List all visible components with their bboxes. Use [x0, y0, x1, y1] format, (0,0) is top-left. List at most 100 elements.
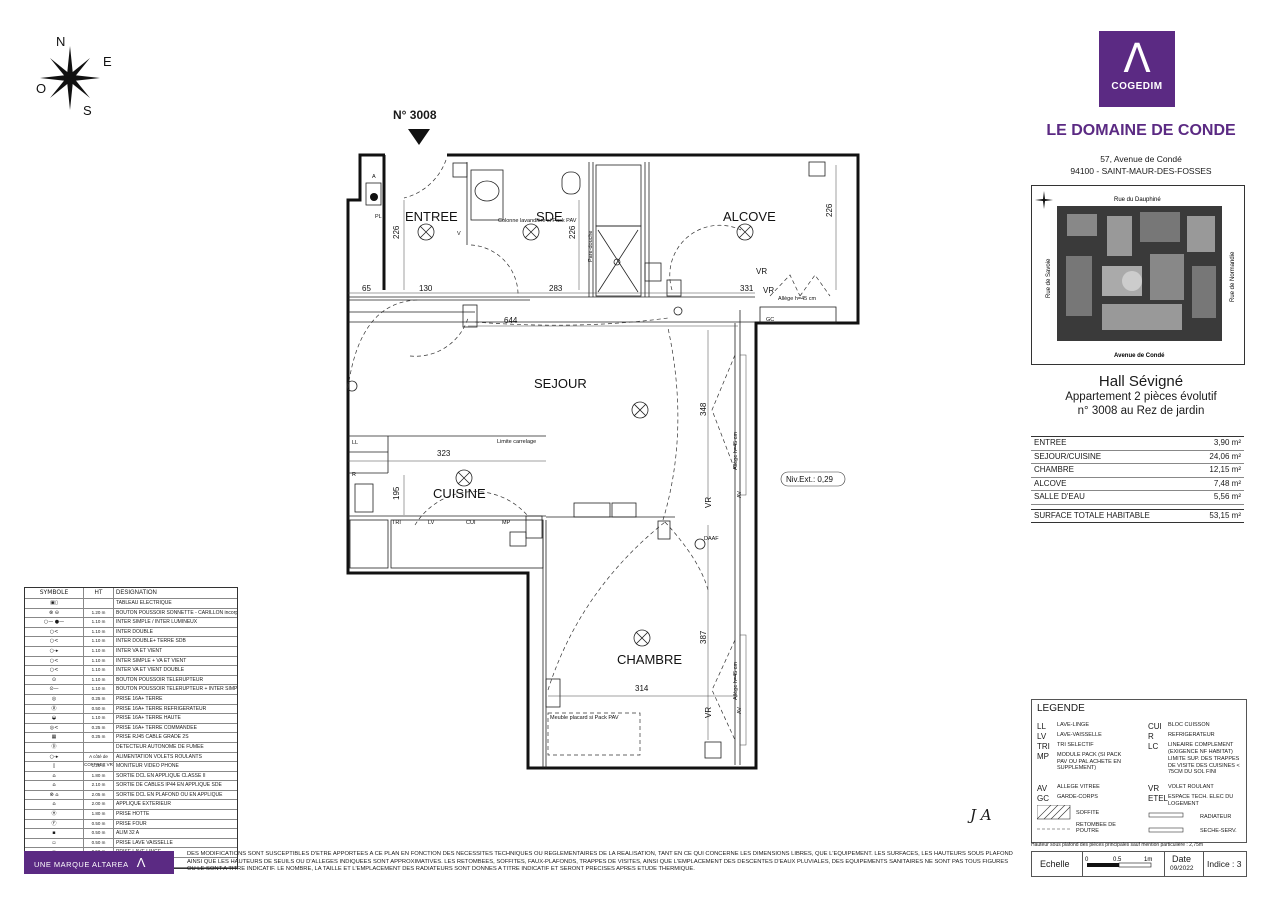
room-label-cuisine: CUISINE: [433, 486, 486, 501]
symbol-des: INTER SIMPLE / INTER LUMINEUX: [116, 619, 198, 626]
compass-o: O: [36, 81, 46, 96]
scale-label: Echelle: [1040, 859, 1070, 869]
entry-arrow-icon: [408, 129, 430, 145]
label-meuble: Meuble placard si Pack PAV: [550, 715, 619, 721]
symbol-sym: ◎<: [25, 723, 84, 733]
symbol-des: BOUTON POUSSOIR SONNETTE - CARILLON inco…: [116, 609, 237, 616]
outlet-boxes: [346, 161, 826, 759]
symbol-des: INTER DOUBLE+ TERRE SDB: [116, 638, 186, 645]
label-vr-chambre: VR: [704, 707, 713, 718]
room-label-alcove: ALCOVE: [723, 209, 776, 224]
scale-bar: 0 0.5 1m: [1085, 857, 1152, 868]
symbol-table-header: SYMBOLE HT DESIGNATION: [25, 588, 237, 599]
symbol-des: INTER VA ET VIENT: [116, 647, 163, 654]
symbol-sym: ▯: [25, 762, 84, 771]
indice-value: Indice : 3: [1207, 859, 1242, 869]
label-vr-sejour: VR: [704, 497, 713, 508]
symbol-ht: 0.25 m: [84, 694, 114, 704]
dim-283: 283: [549, 284, 563, 293]
symbol-sym: ▦: [25, 733, 84, 742]
dim-226-alcove: 226: [825, 203, 834, 217]
symbol-ht: 1.10 m: [84, 685, 114, 694]
label-pl: PL: [375, 214, 382, 220]
symbol-ht: 0.50 m: [84, 704, 114, 714]
symbol-sym: ⌂: [25, 800, 84, 810]
symbol-des: ALIM 32 A: [116, 830, 140, 837]
dimensions: 65 130 283 331 644 323 314 226 226 226 3…: [348, 165, 837, 740]
symbol-sym: Ⓕ: [25, 819, 84, 829]
symbol-ht: 0.25 m: [84, 733, 114, 742]
label-pare-douche: Pare-douche: [588, 231, 594, 263]
label-vr-corner: VR: [763, 286, 774, 295]
symbol-sym: ⊙: [25, 675, 84, 685]
map-street-top: Rue du Dauphiné: [1114, 197, 1161, 203]
legend-retombee: RETOMBEE DE POUTRE: [1076, 822, 1116, 834]
symbol-ht: 0.50 m: [84, 838, 114, 848]
label-r: R: [352, 472, 356, 478]
symbol-ht: 1.80 m: [84, 771, 114, 781]
radiator-icon: [1148, 812, 1184, 833]
symbol-des: SORTIE DCL EN PLAFOND OU EN APPLIQUE: [116, 791, 223, 798]
symbol-des: INTER DOUBLE: [116, 628, 153, 635]
symbol-des: PRISE 16A+ TERRE REFRIGERATEUR: [116, 705, 207, 712]
room-label-sde: SDE: [536, 209, 563, 224]
compass-e: E: [103, 54, 112, 69]
map-street-left: Rue de Savoie: [1046, 258, 1052, 298]
dim-130: 130: [419, 284, 433, 293]
symbol-sym: ⌂: [25, 781, 84, 790]
map-street-bottom: Avenue de Condé: [1114, 353, 1165, 359]
dim-323: 323: [437, 449, 451, 458]
label-colonne: Colonne lavandière si Pack PAV: [498, 218, 577, 224]
symbol-sym: ○<: [25, 656, 84, 666]
walls: [346, 153, 860, 770]
hall-line1: Appartement 2 pièces évolutif: [1065, 391, 1217, 403]
compass-rose-icon: N E O S: [36, 34, 112, 118]
label-vr-alcove: VR: [756, 267, 767, 276]
symbol-des: PRISE FOUR: [116, 820, 147, 827]
label-mp: MP: [502, 520, 511, 526]
symbol-sym: ▣▯: [25, 599, 84, 608]
soffite-hatch-icon: [1037, 805, 1071, 830]
symbol-des: PRISE 16A+ TERRE COMMANDEE: [116, 724, 197, 731]
symbol-ht: 1.10 m: [84, 627, 114, 637]
symbol-ht: 1.80 m: [84, 810, 114, 819]
label-tri: TRI: [392, 520, 401, 526]
symbol-ht: 1.10 m: [84, 618, 114, 627]
symbol-des: DETECTEUR AUTONOME DE FUMEE: [116, 743, 204, 750]
symbol-ht: [84, 599, 114, 608]
map-compass-icon: [1035, 191, 1053, 209]
symbol-sym: ▪: [25, 829, 84, 838]
symbol-ht: 1.10 m: [84, 637, 114, 646]
symbol-sym: ⌂: [25, 771, 84, 781]
symbol-table: SYMBOLE HT DESIGNATION ▣▯TABLEAU ELECTRI…: [24, 587, 238, 869]
label-av-chambre: AV: [737, 707, 743, 714]
date-value: 09/2022: [1170, 865, 1194, 872]
symbol-ht: 0.50 m: [84, 819, 114, 829]
label-v: V: [457, 231, 461, 237]
symbol-ht: [84, 742, 114, 752]
project-title: LE DOMAINE DE CONDE: [1046, 122, 1236, 139]
symbol-ht: 0.25 m: [84, 723, 114, 733]
